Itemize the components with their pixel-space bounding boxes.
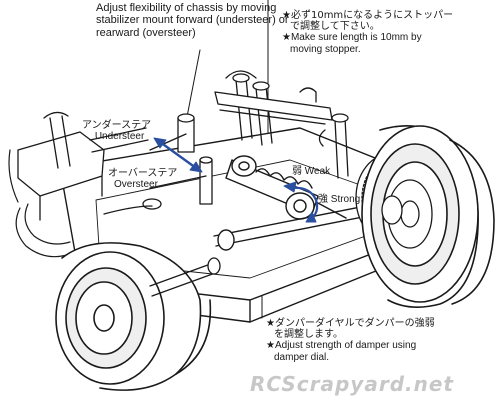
stabilizer-note: Adjust flexibility of chassis by moving … [96, 2, 289, 39]
oversteer-en: Oversteer [114, 179, 158, 191]
damper-note-en-line: damper dial. [274, 351, 330, 363]
steer-adjust-arrow [153, 137, 203, 173]
stabilizer-wire [8, 149, 71, 258]
understeer-label: アンダーステア Understeer [82, 120, 151, 142]
stopper-note-jp-line: ★必ず10mmになるようにストッパー [282, 10, 454, 21]
stopper-note-en-line: moving stopper. [290, 43, 361, 55]
front-tower [214, 87, 333, 125]
left-assembly [17, 111, 162, 221]
understeer-jp: アンダーステア [82, 120, 152, 131]
front-axle [149, 257, 221, 297]
strong-jp: 強 [318, 194, 328, 205]
damper-body [225, 155, 347, 220]
understeer-en: Understeer [94, 131, 145, 143]
watermark: RCScrapyard.net [250, 372, 454, 396]
strong-label: 強 Strong [318, 194, 360, 205]
oversteer-jp: オーバーステア [108, 168, 178, 179]
front-left-tire [55, 242, 212, 391]
stabilizer-note-line: stabilizer mount forward (understeer) or [96, 14, 289, 27]
damper-note: ★ダンパーダイヤルでダンパーの強弱 を調整します。 ★Adjust streng… [266, 318, 435, 363]
stabilizer-note-line: rearward (oversteer) [96, 26, 196, 39]
oversteer-label: オーバーステア Oversteer [108, 168, 177, 190]
stopper-note-en-line: ★Make sure length is 10mm by [282, 32, 422, 44]
damper-note-jp-line: ★ダンパーダイヤルでダンパーの強弱 [266, 318, 435, 329]
stopper-note: ★必ず10mmになるようにストッパー で調整して下さい。 ★Make sure … [282, 10, 453, 55]
strong-en: Strong [330, 194, 361, 205]
weak-label: 弱 Weak [292, 166, 330, 177]
stabilizer-note-line: Adjust flexibility of chassis by moving [96, 2, 277, 14]
damper-note-jp-line: を調整します。 [274, 329, 343, 341]
damper-dial-arrow [283, 181, 319, 223]
weak-jp: 弱 [292, 166, 302, 177]
damper-note-en-line: ★Adjust strength of damper using [266, 340, 417, 352]
weak-en: Weak [304, 166, 331, 177]
right-hub [381, 179, 433, 249]
stabilizer-mount [149, 113, 213, 205]
stopper-note-jp-line: で調整して下さい。 [290, 21, 380, 33]
